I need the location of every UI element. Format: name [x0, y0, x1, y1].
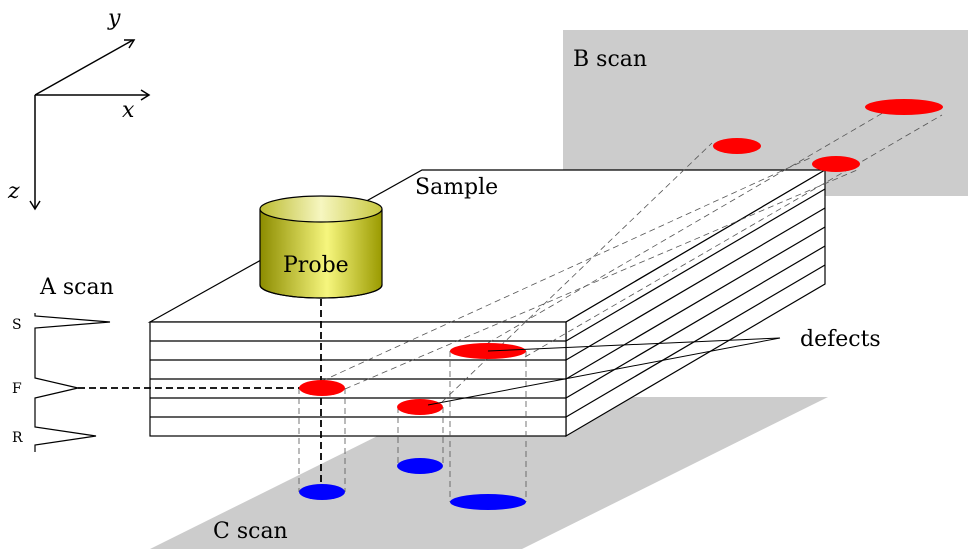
- a-scan-waveform: [34, 313, 111, 452]
- z-axis-label: z: [7, 179, 20, 204]
- a-scan-marker-s: S: [12, 317, 22, 333]
- b-scan-defect-3: [865, 99, 943, 115]
- c-scan-projection-1: [299, 484, 345, 500]
- y-axis-label: y: [107, 6, 121, 31]
- a-scan-marker-r: R: [12, 430, 23, 446]
- x-axis-label: x: [122, 98, 135, 123]
- a-scan-label: A scan: [39, 275, 114, 300]
- c-scan-projection-3: [450, 494, 526, 510]
- probe-top: [259, 195, 383, 223]
- b-scan-defects: [713, 99, 943, 172]
- coordinate-axes: x y z: [7, 6, 151, 211]
- y-axis: [34, 39, 134, 96]
- c-scan-projection-lines: [298, 351, 527, 502]
- probe: Probe: [259, 195, 383, 299]
- defect-2: [397, 399, 443, 415]
- b-scan-defect-2: [812, 156, 860, 172]
- b-scan-label: B scan: [573, 47, 647, 72]
- sample-block: [147, 168, 828, 438]
- c-scan-plane: [150, 397, 828, 549]
- defect-leader-2: [427, 337, 781, 406]
- defects-label: defects: [800, 327, 881, 352]
- a-scan-marker-f: F: [12, 381, 22, 397]
- b-scan-defect-1: [713, 138, 761, 154]
- defect-1: [299, 380, 345, 396]
- c-scan-label: C scan: [213, 519, 288, 544]
- defect-leader-1: [487, 337, 781, 352]
- probe-label: Probe: [283, 253, 349, 278]
- sample-label: Sample: [415, 175, 498, 200]
- a-scan: A scan S F R: [12, 275, 114, 452]
- c-scan-projection-2: [397, 458, 443, 474]
- c-scan-projections: [299, 458, 526, 510]
